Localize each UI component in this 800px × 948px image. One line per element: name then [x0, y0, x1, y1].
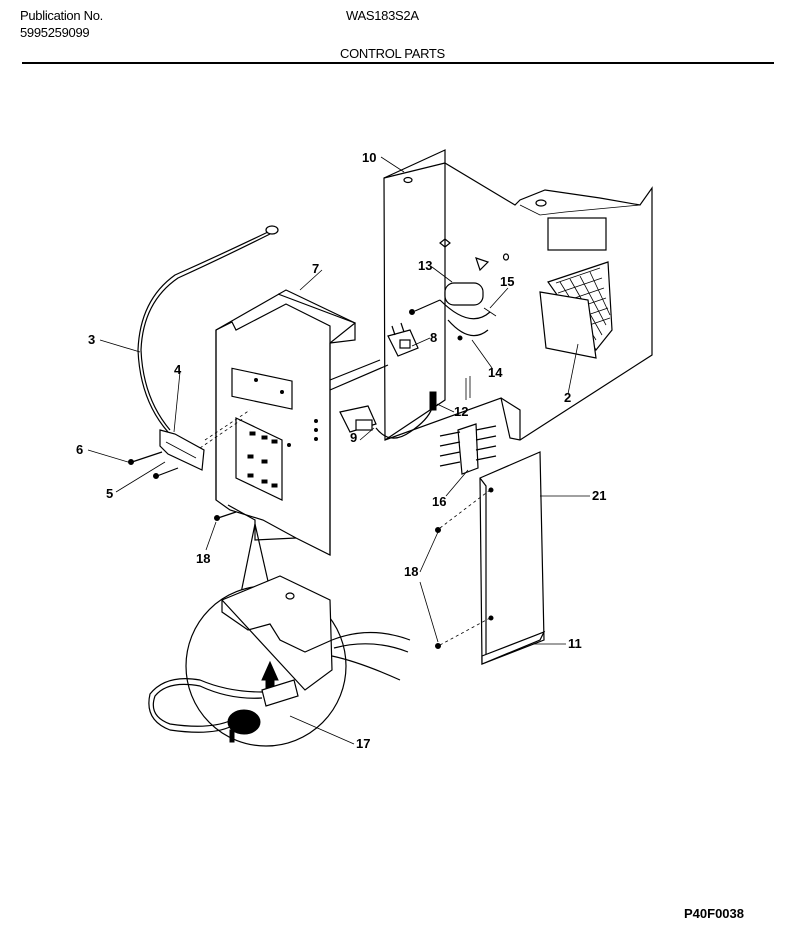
section-title: CONTROL PARTS [340, 46, 445, 61]
mounting-screw [214, 511, 237, 521]
control-bracket [215, 289, 389, 556]
callout-13: 13 [418, 258, 432, 273]
callout-11: 11 [568, 636, 582, 651]
callout-4: 4 [174, 362, 182, 377]
callout-3: 3 [88, 332, 95, 347]
leader-lines [87, 156, 590, 745]
callout-numbers: 10 7 13 15 3 4 8 14 2 6 5 12 9 16 21 18 … [76, 150, 606, 751]
publication-number: 5995259099 [20, 25, 90, 40]
callout-8: 8 [430, 330, 437, 345]
callout-18-left: 18 [196, 551, 210, 566]
terminal-block [439, 423, 497, 475]
cover-plate [435, 451, 546, 665]
callout-17: 17 [356, 736, 370, 751]
model-number: WAS183S2A [346, 8, 419, 23]
ground-bracket [128, 409, 251, 479]
callout-15: 15 [500, 274, 514, 289]
callout-14: 14 [488, 365, 503, 380]
control-board-grid [539, 261, 613, 359]
header-rule [22, 62, 774, 64]
figure-code: P40F0038 [684, 906, 744, 921]
publication-label: Publication No. [20, 8, 103, 23]
callout-16: 16 [432, 494, 446, 509]
callout-5: 5 [106, 486, 113, 501]
callout-9: 9 [350, 430, 357, 445]
callout-7: 7 [312, 261, 319, 276]
callout-2: 2 [564, 390, 571, 405]
callout-21: 21 [592, 488, 606, 503]
control-housing-panel [383, 149, 653, 441]
ground-wire [137, 225, 279, 433]
callout-18-right: 18 [404, 564, 418, 579]
thermostat [339, 391, 437, 439]
capacitor [409, 282, 497, 341]
selector-switch [387, 322, 419, 357]
callout-12: 12 [454, 404, 468, 419]
callout-10: 10 [362, 150, 376, 165]
callout-6: 6 [76, 442, 83, 457]
power-cord-detail [148, 523, 411, 747]
